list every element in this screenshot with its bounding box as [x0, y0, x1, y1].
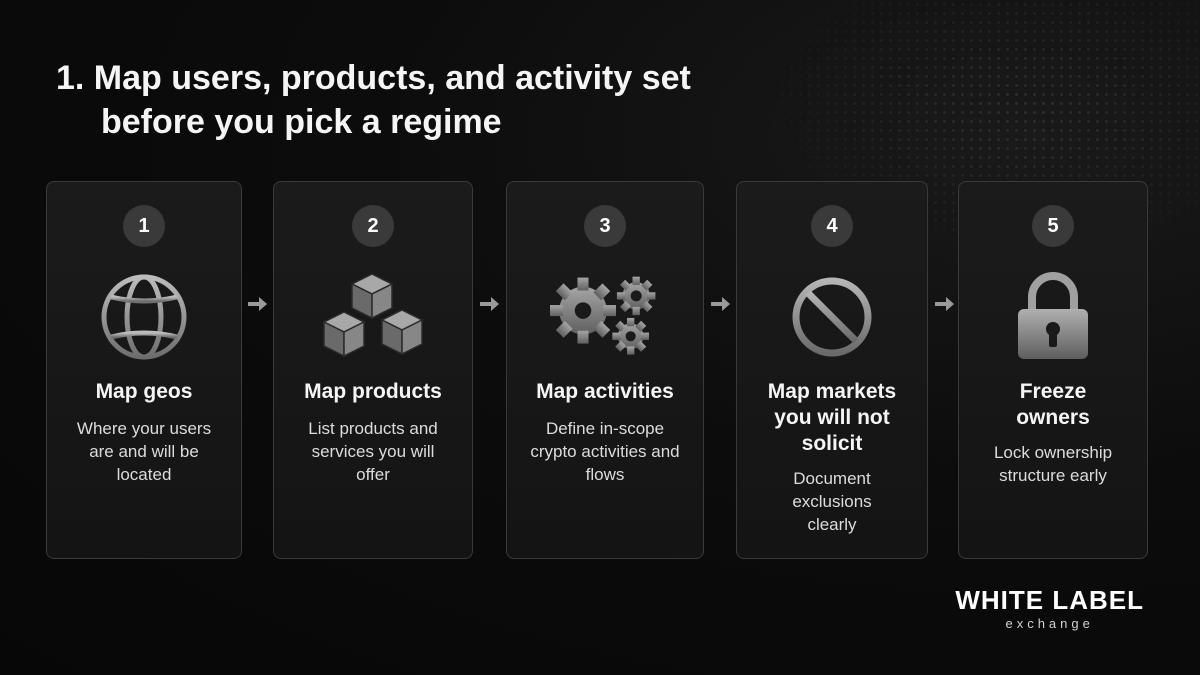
step-card-owners: 5 Freeze owners Lock ownership structure… [958, 181, 1148, 559]
title-line-1: 1. Map users, products, and activity set [56, 59, 691, 97]
step-title: Freeze owners [1016, 380, 1090, 429]
brand-name: WHITE LABEL [955, 585, 1144, 615]
step-card-markets: 4 Map markets you will not solicit Docum… [736, 181, 928, 559]
page-title: 1. Map users, products, and activity set… [56, 56, 691, 144]
step-description: Lock ownership structure early [993, 443, 1113, 485]
step-number-badge: 1 [123, 205, 165, 247]
padlock-icon [998, 269, 1108, 365]
step-number-badge: 2 [352, 205, 394, 247]
step-card-activities: 3 [506, 181, 704, 559]
step-description: Where your users are and will be located [76, 419, 212, 484]
brand-subtitle: exchange [1005, 616, 1094, 631]
arrow-right-icon [478, 294, 500, 314]
step-number-badge: 4 [811, 205, 853, 247]
step-title: Map geos [95, 380, 193, 403]
arrow-right-icon [709, 294, 731, 314]
globe-icon [89, 269, 199, 365]
step-card-products: 2 Map products [273, 181, 473, 559]
step-number-badge: 5 [1032, 205, 1074, 247]
step-title: Map markets you will not solicit [767, 380, 897, 455]
gears-icon [550, 269, 660, 365]
arrow-right-icon [246, 294, 268, 314]
cubes-icon [318, 269, 428, 365]
step-description: List products and services you will offe… [308, 419, 438, 484]
step-card-geos: 1 Map geos Where your users are and will… [46, 181, 242, 559]
step-number-badge: 3 [584, 205, 626, 247]
step-description: Document exclusions clearly [792, 469, 872, 534]
step-description: Define in-scope crypto activities and fl… [530, 419, 680, 484]
arrow-right-icon [933, 294, 955, 314]
step-title: Map products [304, 380, 442, 403]
prohibited-icon [777, 269, 887, 365]
brand-logo: WHITE LABEL exchange [955, 586, 1144, 631]
title-line-2: before you pick a regime [101, 103, 502, 141]
step-title: Map activities [536, 380, 674, 403]
